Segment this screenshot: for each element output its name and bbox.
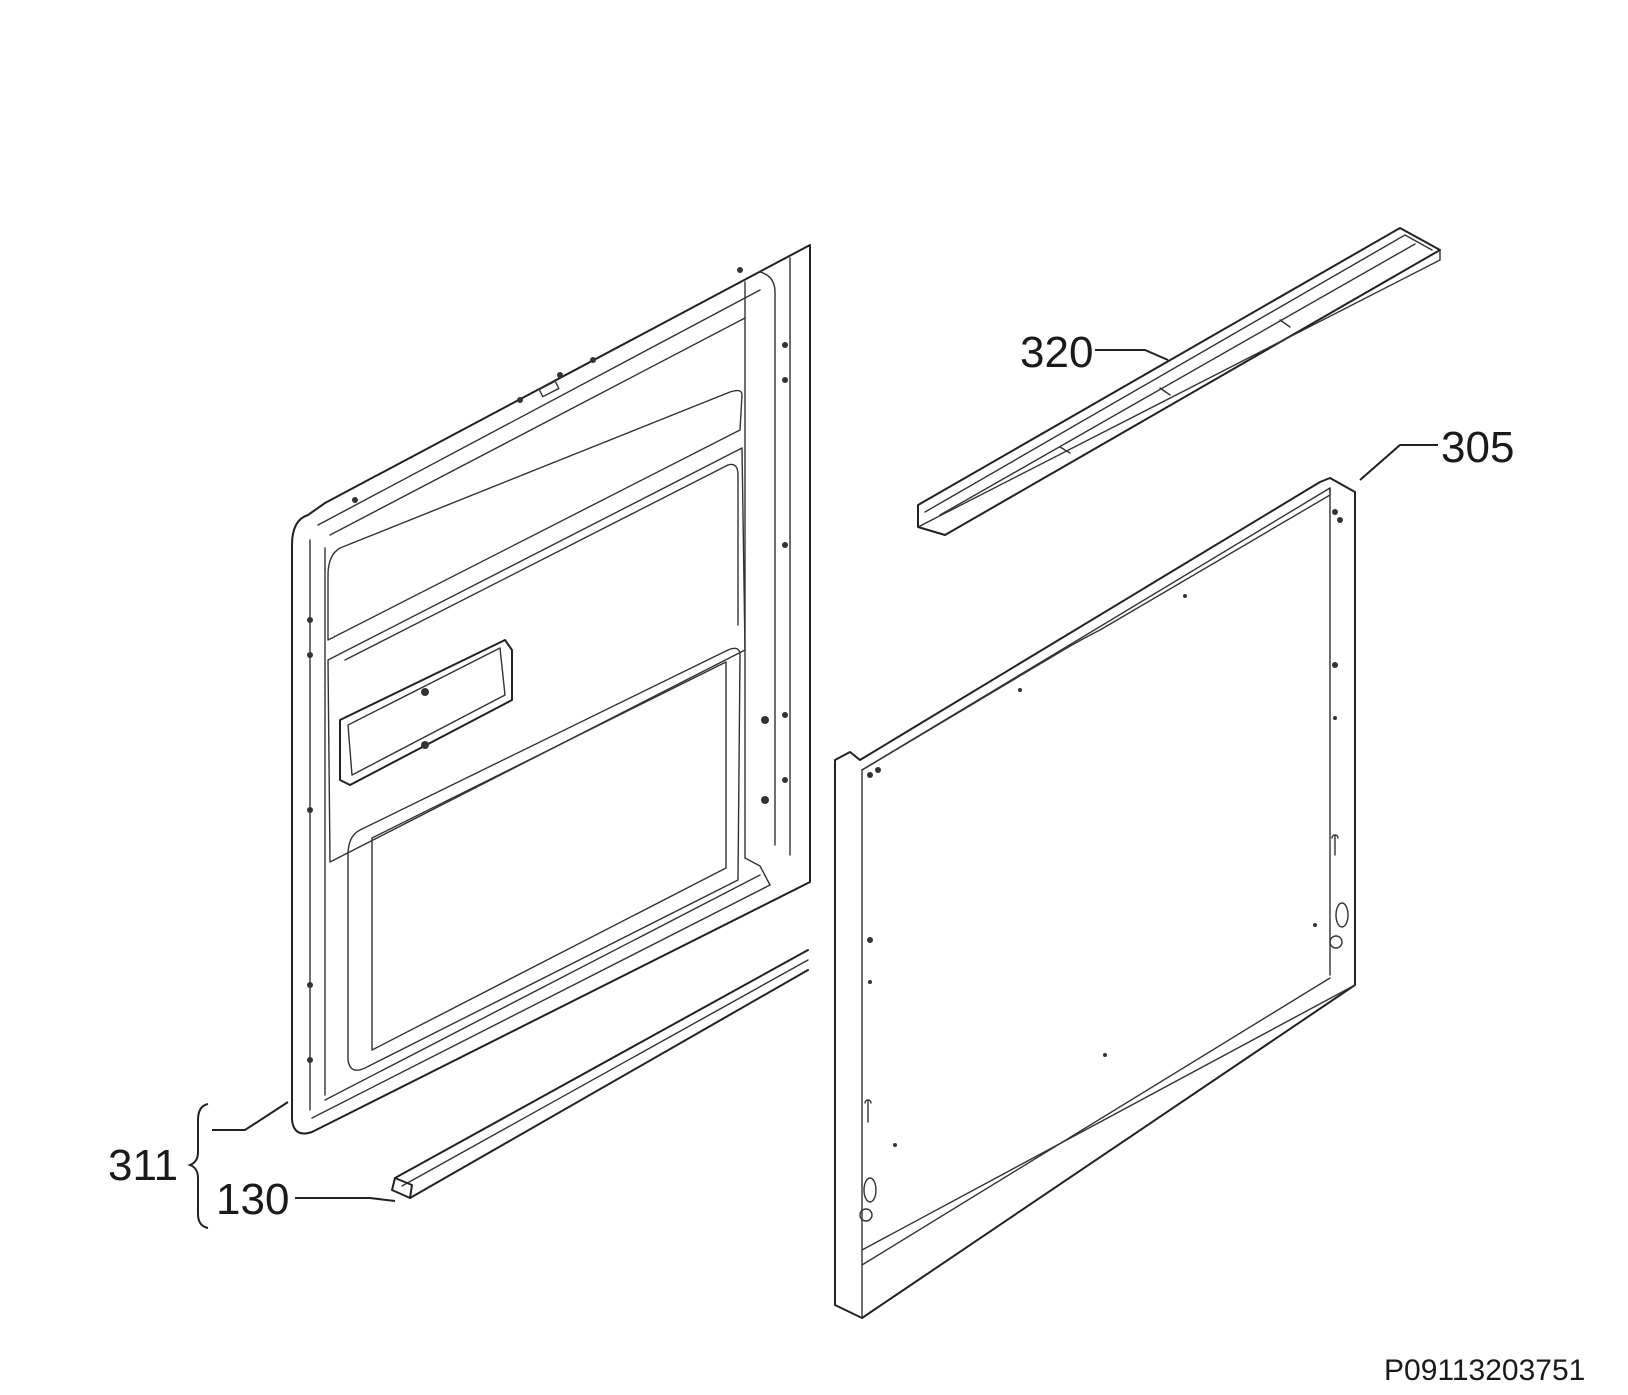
- leader-305: [1359, 444, 1438, 481]
- top-trim-bar-320: [917, 227, 1441, 536]
- label-320: 320: [1020, 328, 1093, 377]
- outer-door-panel-305: [834, 477, 1356, 1319]
- label-305: 305: [1441, 423, 1514, 472]
- leader-311: [212, 1101, 289, 1131]
- brace-311: [187, 1103, 209, 1229]
- leader-320: [1095, 349, 1169, 361]
- label-130: 130: [216, 1175, 289, 1224]
- inner-door-panel-311: [291, 244, 811, 1135]
- label-311: 311: [108, 1141, 178, 1190]
- leader-130: [295, 1197, 396, 1202]
- bottom-seal-strip-130: [391, 949, 809, 1199]
- document-code: P09113203751: [1384, 1354, 1585, 1387]
